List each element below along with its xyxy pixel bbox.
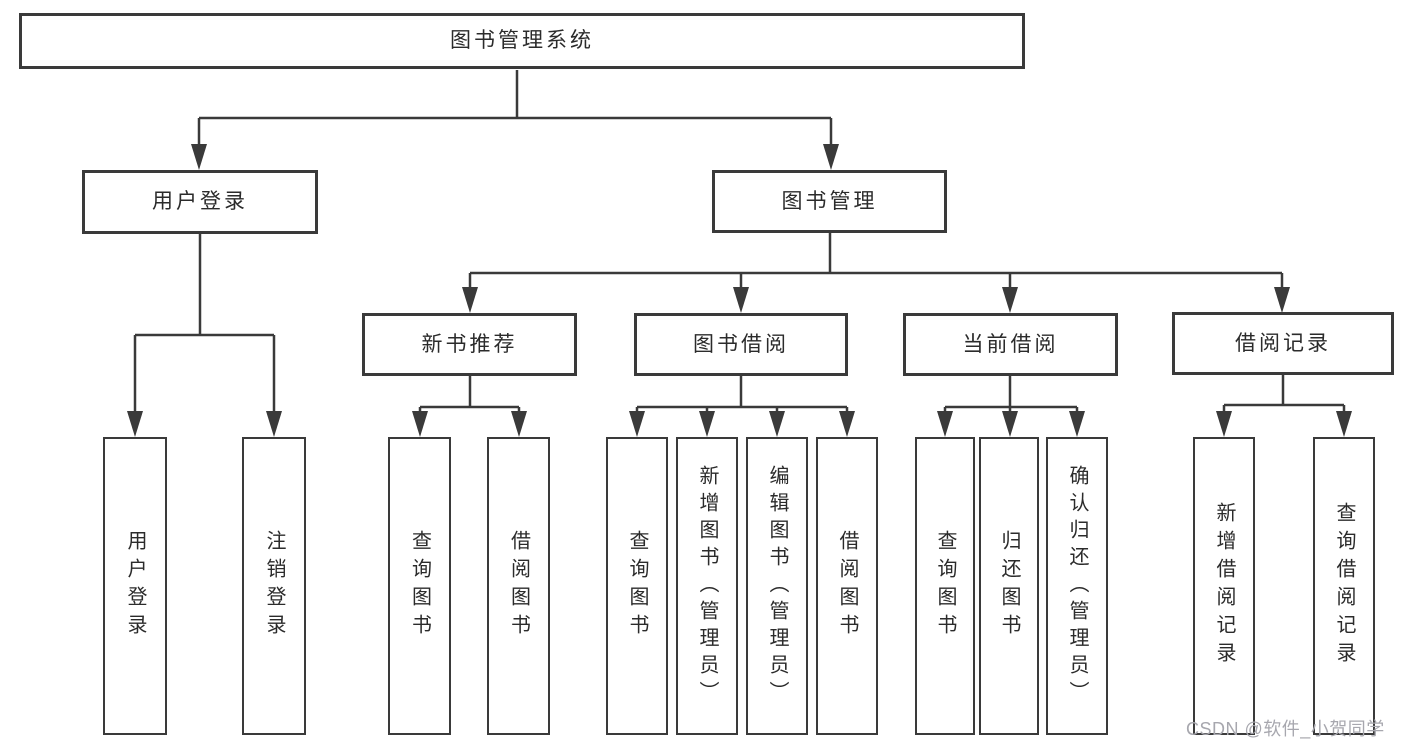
- arrow-down-icon: [412, 411, 428, 437]
- connector-borrow-record-to-leaves: [1222, 375, 1346, 414]
- leaf-add-book-admin: 新增图书（管理员）: [676, 437, 738, 735]
- leaf-edit-book-admin: 编辑图书（管理员）: [746, 437, 808, 735]
- node-user-login: 用户登录: [82, 170, 318, 234]
- leaf-user-login: 用户登录: [103, 437, 167, 735]
- arrow-down-icon: [1002, 287, 1018, 313]
- leaf-query-books-current: 查询图书: [915, 437, 975, 735]
- leaf-query-books-borrowing: 查询图书: [606, 437, 668, 735]
- arrow-down-icon: [839, 411, 855, 437]
- arrow-down-icon: [1002, 411, 1018, 437]
- arrow-down-icon: [769, 411, 785, 437]
- node-book-borrowing: 图书借阅: [634, 313, 848, 376]
- node-new-book-recommendation: 新书推荐: [362, 313, 577, 376]
- arrow-down-icon: [462, 287, 478, 313]
- arrow-down-icon: [511, 411, 527, 437]
- node-current-borrowing: 当前借阅: [903, 313, 1118, 376]
- arrow-down-icon: [1216, 411, 1232, 437]
- watermark: CSDN @软件_小贺同学: [1186, 719, 1385, 739]
- arrow-down-icon: [937, 411, 953, 437]
- leaf-return-book: 归还图书: [979, 437, 1039, 735]
- connector-book-borrow-to-leaves: [635, 376, 849, 414]
- leaf-borrow-books-borrowing: 借阅图书: [816, 437, 878, 735]
- connector-new-book-rec-to-leaves: [418, 376, 521, 414]
- connector-current-borrow-to-leaves: [943, 376, 1079, 414]
- leaf-logout: 注销登录: [242, 437, 306, 735]
- connector-user-login-to-leaves: [133, 234, 276, 414]
- leaf-query-borrow-record: 查询借阅记录: [1313, 437, 1375, 735]
- leaf-query-books-recommendation: 查询图书: [388, 437, 451, 735]
- arrow-down-icon: [266, 411, 282, 437]
- leaf-borrow-books-recommendation: 借阅图书: [487, 437, 550, 735]
- node-book-management: 图书管理: [712, 170, 947, 233]
- node-borrowing-records: 借阅记录: [1172, 312, 1394, 375]
- arrow-down-icon: [1274, 287, 1290, 313]
- connector-root-to-level2: [197, 70, 833, 148]
- leaf-confirm-return-admin: 确认归还（管理员）: [1046, 437, 1108, 735]
- arrow-down-icon: [629, 411, 645, 437]
- connector-book-mgmt-to-level3: [468, 233, 1284, 290]
- arrow-down-icon: [127, 411, 143, 437]
- arrow-down-icon: [191, 144, 207, 170]
- arrow-down-icon: [1336, 411, 1352, 437]
- arrow-down-icon: [733, 287, 749, 313]
- arrow-down-icon: [699, 411, 715, 437]
- arrowheads: [127, 144, 1352, 437]
- arrow-down-icon: [823, 144, 839, 170]
- node-library-management-system: 图书管理系统: [19, 13, 1025, 69]
- arrow-down-icon: [1069, 411, 1085, 437]
- leaf-add-borrow-record: 新增借阅记录: [1193, 437, 1255, 735]
